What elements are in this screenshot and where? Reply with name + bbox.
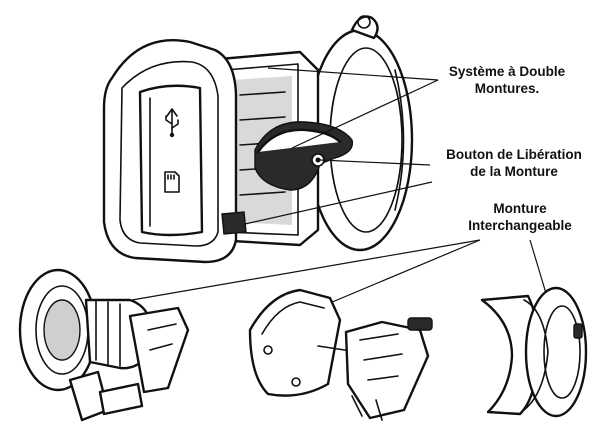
callout-double-mount-line-1: Système à Double	[448, 64, 566, 79]
callout-release-line-2: de la Monture	[470, 164, 558, 179]
leader-lines	[131, 67, 549, 309]
callout-interchangeable-line-1: Monture	[493, 201, 547, 216]
interchangeable-mount-right	[480, 286, 588, 418]
callout-interchangeable-line-2: Interchangeable	[468, 218, 572, 233]
callout-double-mount-line-2: Montures.	[474, 81, 540, 96]
callout-double-mount-system: Système à Double Montures.	[432, 63, 582, 97]
bracket-release-tab	[221, 211, 247, 235]
interchangeable-mount-center	[248, 288, 433, 421]
interchangeable-mount-left	[18, 268, 190, 422]
camera-body	[102, 39, 238, 264]
camera-assembly	[102, 15, 414, 264]
callout-release-line-1: Bouton de Libération	[446, 147, 582, 162]
callout-mount-release-button: Bouton de Libération de la Monture	[428, 146, 600, 180]
callout-interchangeable-mount: Monture Interchangeable	[455, 200, 585, 234]
sd-card-icon	[164, 171, 180, 193]
suction-cup-mount	[306, 15, 414, 252]
usb-symbol-icon	[165, 108, 179, 138]
